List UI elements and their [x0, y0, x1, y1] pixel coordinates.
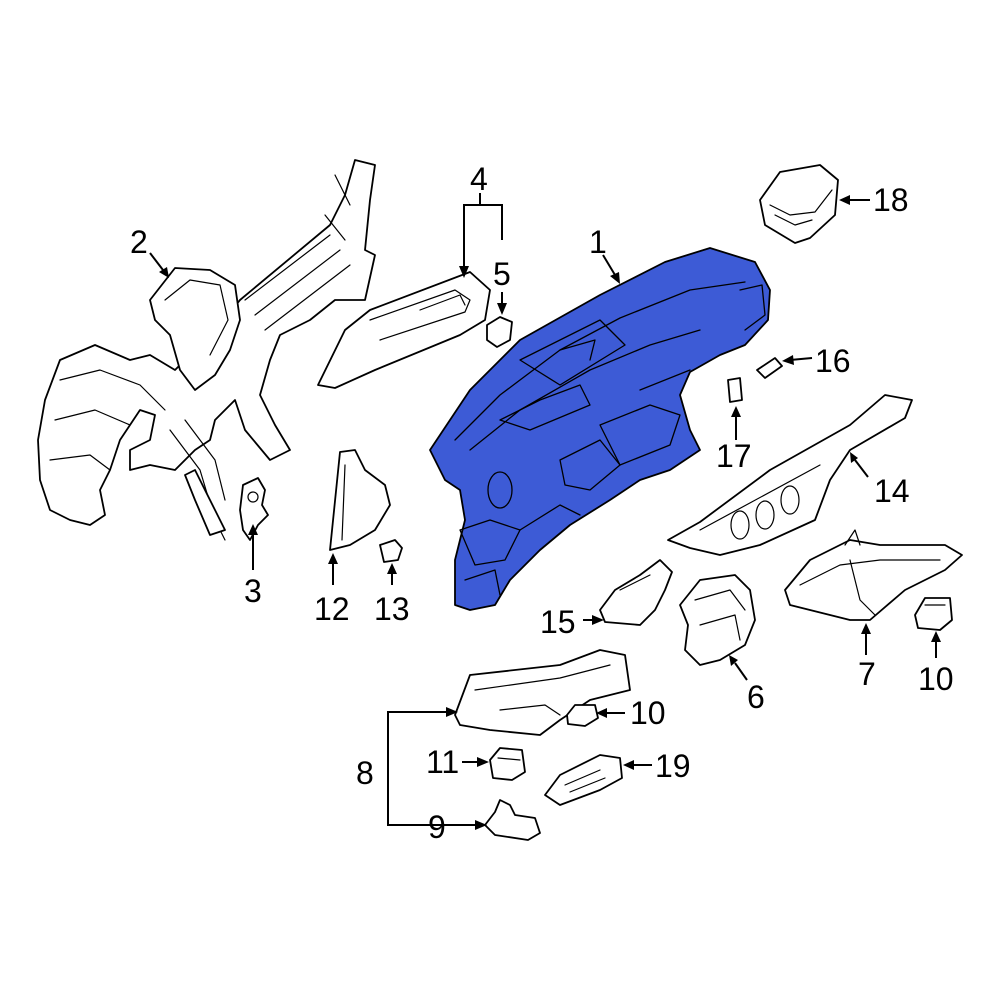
callout-1: 1: [589, 224, 607, 260]
callout-6: 6: [747, 679, 765, 715]
part-3-bracket: [239, 477, 269, 541]
callout-7: 7: [858, 656, 876, 692]
callout-10-middle: 10: [630, 695, 666, 731]
part-1-instrument-panel: [429, 247, 771, 611]
callout-3: 3: [244, 573, 262, 609]
part-5-clip: [486, 316, 513, 348]
callout-15: 15: [540, 604, 576, 640]
part-7-console-frame: [784, 529, 963, 621]
callout-11: 11: [426, 744, 459, 780]
callout-18: 18: [873, 182, 909, 218]
callout-10-right: 10: [918, 661, 954, 697]
callout-5: 5: [493, 256, 511, 292]
callout-8: 8: [356, 755, 374, 791]
callout-14: 14: [874, 473, 910, 509]
part-10-switch-right: [914, 597, 953, 631]
part-14-trim-strip: [667, 394, 913, 556]
callout-labels: 1 2 3 4 5 6 7 8 9 10 10 11 12 13 14 15 1…: [130, 161, 954, 845]
leader-lines: [149, 193, 941, 830]
part-6-console-bracket: [679, 574, 756, 666]
part-11-switch: [489, 747, 526, 781]
part-8-console-tunnel: [454, 649, 631, 736]
part-2-dash-frame: [37, 159, 376, 541]
callout-17: 17: [716, 438, 752, 474]
part-13-clip: [379, 539, 403, 563]
part-17-bracket: [727, 377, 743, 403]
callout-4: 4: [470, 161, 488, 197]
dash-body: [429, 247, 771, 611]
part-9-shifter: [484, 799, 541, 841]
part-18-control-unit: [759, 164, 839, 244]
callout-12: 12: [314, 591, 350, 627]
callout-16: 16: [815, 343, 851, 379]
part-4-trim-panel: [317, 271, 491, 389]
part-19-switch-panel: [544, 754, 623, 806]
callout-2: 2: [130, 224, 148, 260]
part-15-trim: [599, 559, 673, 626]
part-10-switch-middle: [566, 704, 599, 727]
part-12-side-panel: [329, 449, 391, 551]
callout-13: 13: [374, 591, 410, 627]
callout-9: 9: [428, 809, 446, 845]
callout-19: 19: [655, 748, 691, 784]
part-16-connector: [756, 357, 783, 379]
